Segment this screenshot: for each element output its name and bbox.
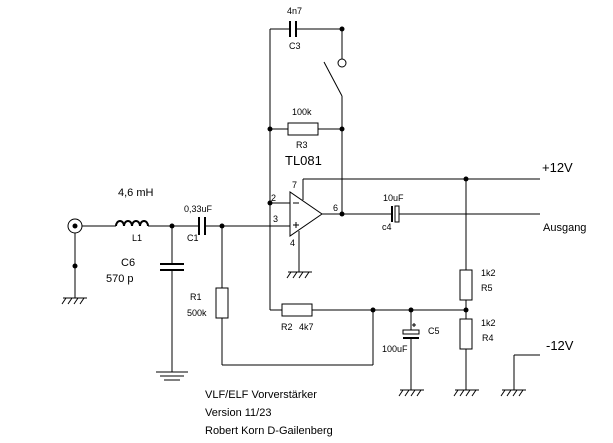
c3-ref-label: C3 (289, 41, 301, 51)
ground-symbol-r4 (453, 389, 479, 397)
ground-symbol-c5 (398, 389, 424, 397)
opamp-tl081 (289, 191, 323, 237)
l1-value-label: 4,6 mH (118, 187, 154, 199)
ground-symbol-input (61, 297, 87, 305)
r4-ref-label: R4 (482, 333, 494, 343)
opamp-pin-6: 6 (333, 203, 338, 213)
resistor-r4 (459, 318, 473, 350)
r5-ref-label: R5 (481, 283, 493, 293)
resistor-r5 (459, 269, 473, 301)
r2-ref-label: R2 (281, 322, 293, 332)
l1-ref-label: L1 (132, 233, 142, 243)
opamp-pin-3: 3 (273, 214, 278, 224)
opamp-name-label: TL081 (285, 153, 322, 168)
ground-symbol-vminus (500, 389, 526, 397)
opamp-pin-2: 2 (271, 193, 276, 203)
ground-symbol-c6 (156, 371, 188, 381)
r5-value-label: 1k2 (481, 268, 496, 278)
c6-value-label: 570 p (106, 273, 134, 285)
r4-value-label: 1k2 (481, 318, 496, 328)
c3-value-label: 4n7 (287, 6, 302, 16)
junction-dot (72, 263, 78, 269)
junction-dot (370, 307, 376, 313)
ground-symbol-opamp (286, 271, 312, 279)
r2-value-label: 4k7 (299, 322, 314, 332)
c1-ref-label: C1 (187, 233, 199, 243)
capacitor-c3 (289, 21, 297, 37)
resistor-r1 (215, 287, 229, 319)
r3-value-label: 100k (292, 107, 312, 117)
capacitor-c6 (160, 263, 184, 271)
r1-ref-label: R1 (190, 292, 202, 302)
title-line-2: Version 11/23 (205, 407, 271, 419)
switch-blade (323, 61, 343, 97)
switch-contact (337, 58, 347, 68)
opamp-pin-7: 7 (292, 180, 297, 190)
title-line-1: VLF/ELF Vorverstärker (205, 389, 317, 401)
vplus-label: +12V (542, 160, 573, 175)
output-label: Ausgang (543, 222, 586, 234)
capacitor-c1 (198, 217, 206, 235)
capacitor-c5 (402, 323, 420, 339)
opamp-pin-4: 4 (290, 238, 295, 248)
c1-value-label: 0,33uF (184, 204, 213, 214)
inductor-l1 (115, 220, 149, 227)
c4-value-label: 10uF (383, 193, 404, 203)
c5-value-label: 100uF (382, 344, 408, 354)
input-connector (67, 218, 83, 234)
r3-ref-label: R3 (296, 140, 308, 150)
resistor-r2 (281, 303, 313, 317)
resistor-r3 (287, 122, 319, 136)
c5-ref-label: C5 (428, 326, 440, 336)
junction-dot (267, 200, 273, 206)
capacitor-c4 (391, 205, 400, 223)
r1-value-label: 500k (187, 308, 207, 318)
vminus-label: -12V (546, 338, 574, 353)
title-line-3: Robert Korn D-Gailenberg (205, 425, 333, 437)
c6-ref-label: C6 (121, 257, 135, 269)
c4-ref-label: c4 (382, 222, 392, 232)
